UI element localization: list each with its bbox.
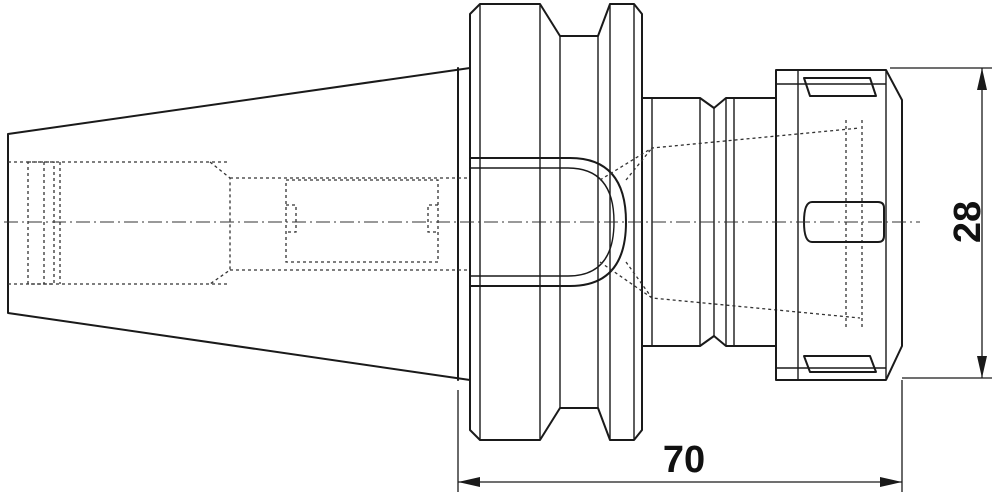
diameter-dimension: 28: [890, 67, 992, 379]
neck: [599, 97, 861, 347]
diameter-dimension-label: 28: [947, 201, 989, 243]
taper-shank: [7, 67, 471, 381]
collet-nut: [775, 69, 903, 381]
hidden-bore: [8, 161, 470, 285]
length-dimension: 70: [457, 380, 903, 492]
length-dimension-label: 70: [663, 439, 705, 481]
